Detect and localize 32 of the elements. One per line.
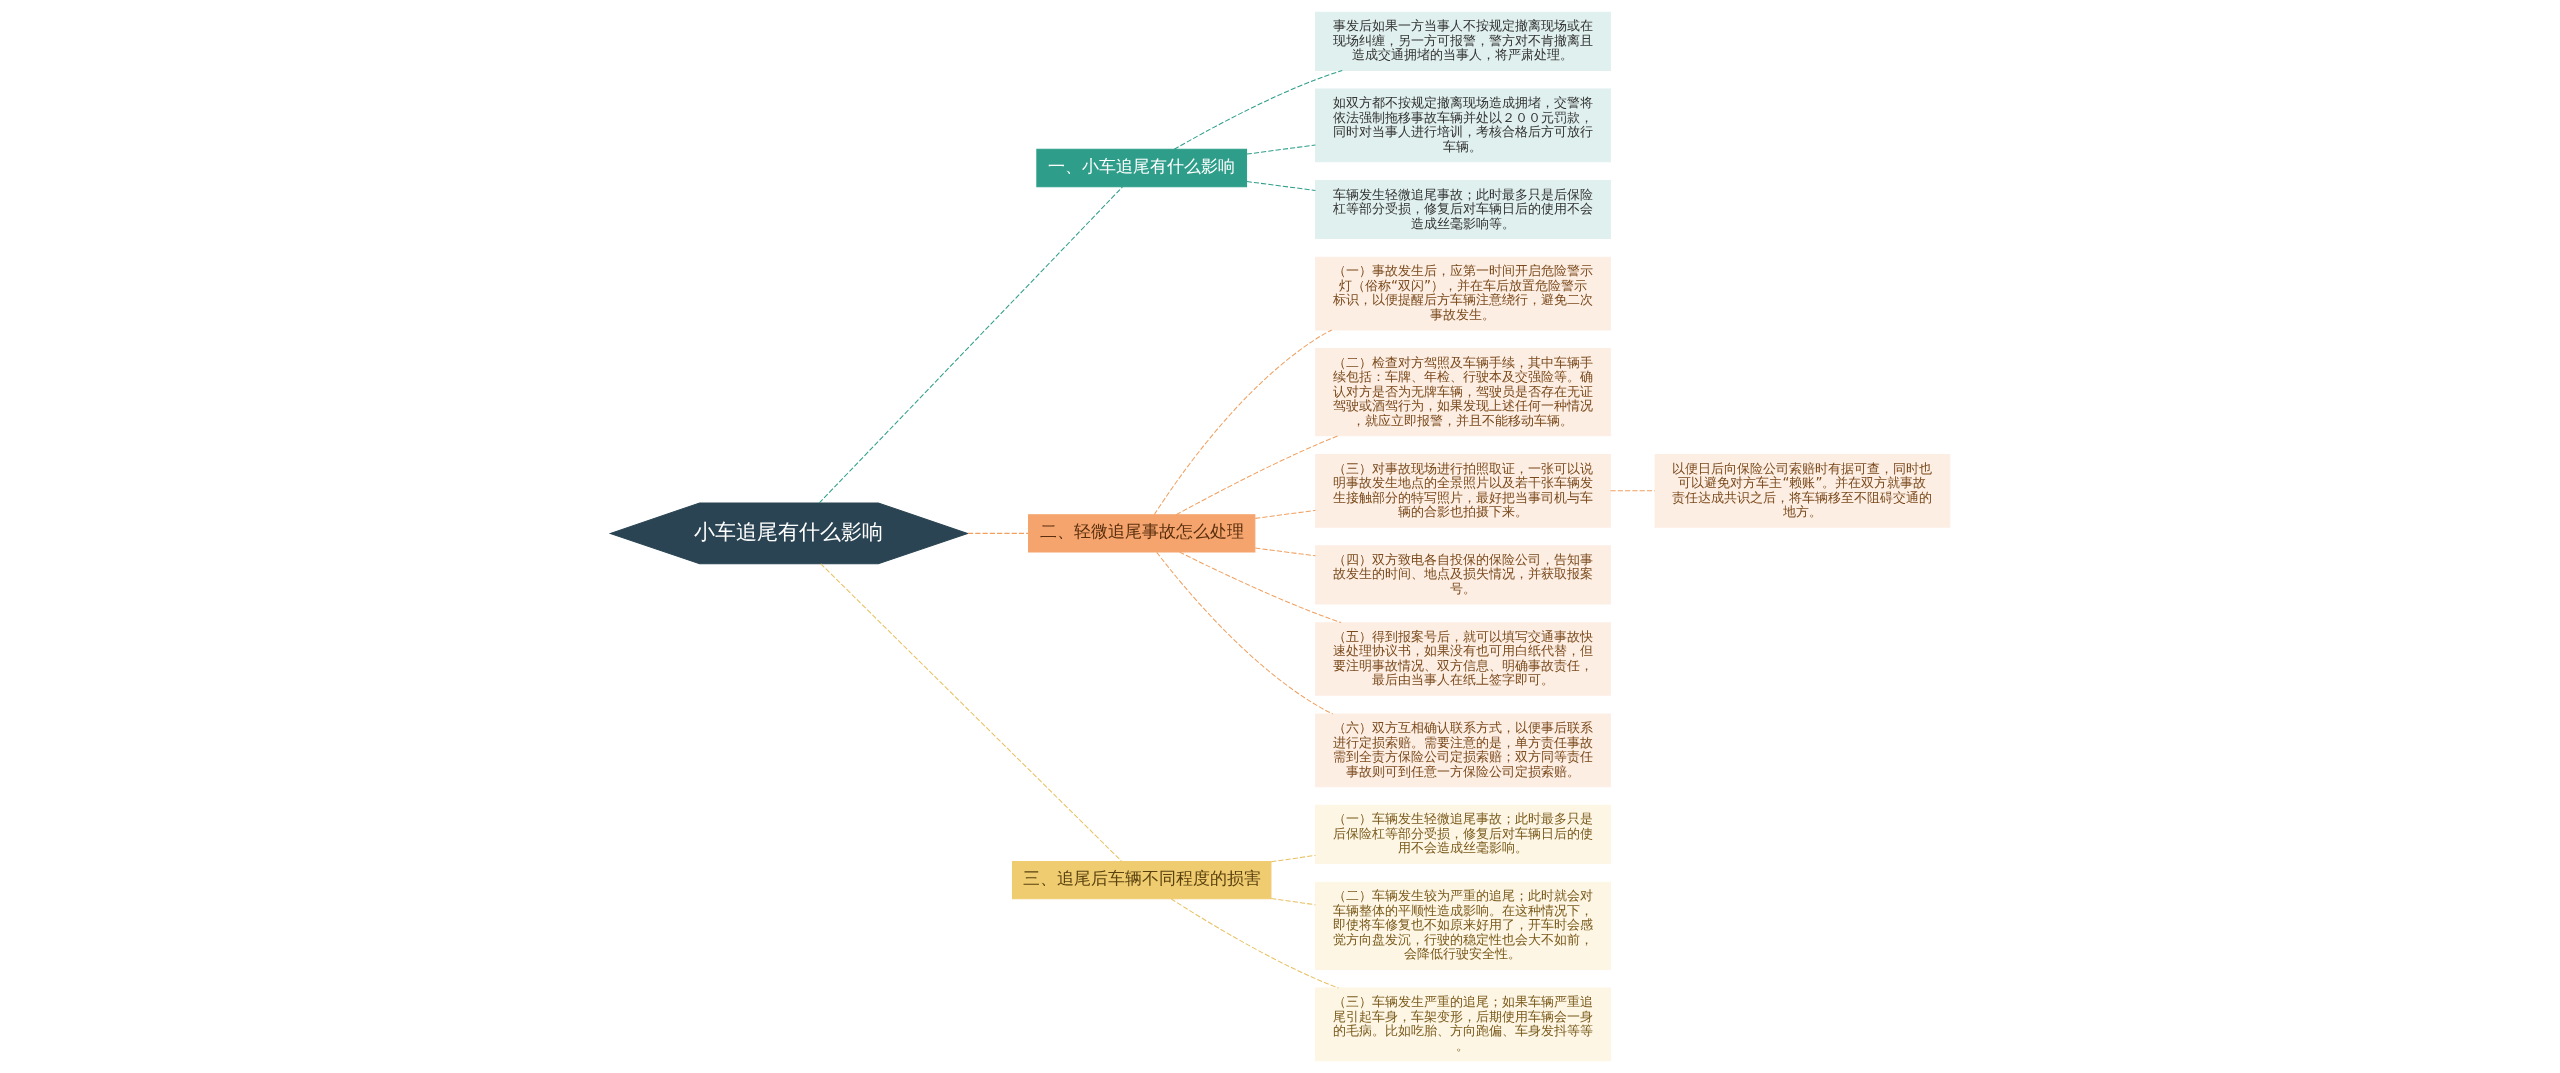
connector — [1270, 897, 1316, 906]
node-box: 以便日后向保险公司索赔时有据可查，同时也可以避免对方车主“赖账”。并在双方就事故责任达成共识之后，将车辆移至不阻碍交通的地方。 — [1654, 453, 1951, 528]
connector — [1246, 144, 1316, 155]
connector — [1173, 69, 1343, 150]
connector — [818, 186, 1123, 504]
node-box: （六）双方互相确认联系方式，以便事后联系进行定损索赔。需要注意的是，单方责任事故需到全责方保险公司定损索赔；双方同等责任事故则可到任意一方保险公司定损索赔。 — [1315, 713, 1611, 788]
connector — [1175, 435, 1339, 516]
node-box: 如双方都不按规定撤离现场造成拥堵，交警将依法强制拖移事故车辆并处以２００元罚款，同时对当事人进行培训，考核合格后方可放行车辆。 — [1315, 88, 1611, 163]
connector — [1153, 329, 1333, 516]
connector — [1246, 181, 1316, 191]
node-box: （三）对事故现场进行拍照取证，一张可以说明事故发生地点的全景照片以及若干张车辆发生接触部分的特写照片，最好把当事司机与车辆的合影也拍摄下来。 — [1315, 453, 1611, 528]
connector — [1170, 898, 1340, 989]
node-box: 一、小车追尾有什么影响 — [1036, 148, 1248, 188]
connector — [1610, 490, 1656, 492]
connector — [1254, 547, 1316, 557]
node-box: （二）车辆发生较为严重的追尾；此时就会对车辆整体的平顺性造成影响。在这种情况下，即使将车修复也不如原来好用了，开车时会感觉方向盘发沉，行驶的稳定性也会大不如前，会降低行驶安全性。 — [1315, 881, 1611, 970]
connector — [1179, 551, 1342, 624]
connector — [967, 532, 1029, 534]
connector — [1270, 854, 1316, 863]
node-box: （二）检查对方驾照及车辆手续，其中车辆手续包括：车牌、年检、行驶本及交强险等。确认对方是否为无牌车辆，驾驶员是否存在无证驾驶或酒驾行为，如果发现上述任何一种情况，就应立即报警，并且不能移动车辆。 — [1315, 348, 1611, 437]
node-box: （五）得到报案号后，就可以填写交通事故快速处理协议书，如果没有也可用白纸代替，但要注明事故情况、双方信息、明确事故责任，最后由当事人在纸上签字即可。 — [1315, 622, 1611, 696]
node-box: 二、轻微追尾事故怎么处理 — [1028, 514, 1256, 553]
node-box: （四）双方致电各自投保的保险公司，告知事故发生的时间、地点及损失情况，并获取报案号。 — [1315, 545, 1611, 605]
node-box: 车辆发生轻微追尾事故；此时最多只是后保险杠等部分受损，修复后对车辆日后的使用不会造成丝毫影响等。 — [1315, 179, 1611, 240]
connector — [1254, 509, 1316, 519]
connector — [820, 563, 1122, 862]
node-box: （三）车辆发生严重的追尾；如果车辆严重追尾引起车身，车架变形，后期使用车辆会一身的毛病。比如吃胎、方向跑偏、车身发抖等等。 — [1315, 987, 1611, 1062]
node-box: 三、追尾后车辆不同程度的损害 — [1011, 860, 1272, 900]
node-box: （一）事故发生后，应第一时间开启危险警示灯（俗称“双闪”），并在车后放置危险警示标识，以便提醒后方车辆注意绕行，避免二次事故发生。 — [1315, 256, 1611, 331]
node-box: （一）车辆发生轻微追尾事故；此时最多只是后保险杠等部分受损，修复后对车辆日后的使用不会造成丝毫影响。 — [1315, 804, 1611, 864]
connector — [1156, 551, 1334, 715]
node-box: 事发后如果一方当事人不按规定撤离现场或在现场纠缠，另一方可报警，警方对不肯撤离且造成交通拥堵的当事人，将严肃处理。 — [1315, 11, 1611, 71]
